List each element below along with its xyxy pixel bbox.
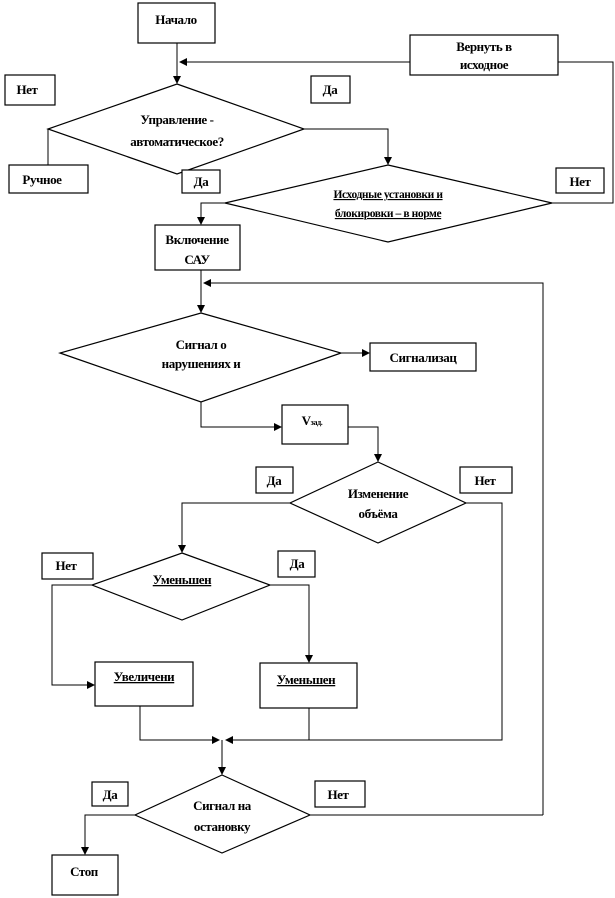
start-block: Начало [137, 2, 216, 44]
svg-text:Нет: Нет [327, 787, 349, 802]
svg-text:Исходные установки и: Исходные установки и [333, 189, 443, 201]
svg-text:объёма: объёма [359, 506, 399, 521]
svg-text:Уменьшен: Уменьшен [153, 572, 212, 587]
svg-text:Нет: Нет [16, 82, 38, 97]
svg-text:нарушениях и: нарушениях и [162, 356, 242, 371]
label-yes-initial: Да [181, 169, 221, 194]
label-yes-decrease: Да [277, 550, 316, 578]
svg-text:Нет: Нет [569, 174, 591, 189]
svg-text:Да: Да [323, 82, 339, 97]
label-no-stop: Нет [314, 780, 366, 808]
connectors [44, 43, 614, 855]
v-set-block: Vзад. [281, 404, 349, 445]
svg-text:Увеличени: Увеличени [114, 669, 175, 684]
label-no-decrease: Нет [41, 552, 94, 580]
alarm-block: Сигнализац [369, 342, 477, 372]
svg-text:остановку: остановку [194, 819, 251, 834]
decision-volume-change: Изменение объёма [288, 461, 468, 544]
decision-auto-control: Управление - автоматическое? [46, 83, 306, 175]
svg-text:блокировки – в норме: блокировки – в норме [335, 208, 442, 220]
decrease-block: Уменьшен [259, 662, 358, 709]
svg-text:Изменение: Изменение [348, 486, 409, 501]
svg-text:Да: Да [267, 473, 283, 488]
svg-text:исходное: исходное [460, 57, 509, 72]
stop-block: Стоп [51, 854, 119, 896]
svg-text:Ручное: Ручное [22, 172, 62, 187]
svg-text:Да: Да [103, 787, 119, 802]
return-to-initial-block: Вернуть в исходное [409, 34, 559, 76]
decision-stop-signal: Сигнал на остановку [133, 774, 312, 854]
svg-text:Vзад.: Vзад. [302, 413, 323, 428]
svg-text:Нет: Нет [55, 558, 77, 573]
label-yes-volume: Да [255, 466, 294, 494]
svg-text:Да: Да [194, 174, 210, 189]
svg-text:Сигнал на: Сигнал на [193, 798, 252, 813]
svg-text:Стоп: Стоп [70, 864, 99, 879]
svg-text:автоматическое?: автоматическое? [130, 134, 224, 149]
label-yes-auto: Да [310, 75, 351, 104]
svg-text:Управление -: Управление - [140, 112, 213, 127]
svg-text:Сигнализац: Сигнализац [390, 350, 458, 365]
svg-text:Сигнал о: Сигнал о [176, 337, 227, 352]
label-yes-stop: Да [91, 781, 129, 807]
enable-sau-block: Включение САУ [154, 224, 241, 271]
decision-initial-settings: Исходные установки и блокировки – в норм… [224, 164, 553, 243]
label-no-initial: Нет [555, 167, 605, 194]
label-no-auto: Нет [4, 74, 56, 106]
svg-text:САУ: САУ [184, 252, 210, 267]
decision-decrease: Уменьшен [90, 552, 272, 621]
svg-text:Начало: Начало [155, 12, 196, 27]
svg-text:Вернуть в: Вернуть в [456, 39, 512, 54]
svg-text:Нет: Нет [474, 473, 496, 488]
svg-text:Уменьшен: Уменьшен [277, 672, 336, 687]
svg-text:Включение: Включение [165, 232, 229, 247]
svg-text:Да: Да [290, 556, 306, 571]
decision-violation-signal: Сигнал о нарушениях и [58, 312, 343, 403]
increase-block: Увеличени [94, 661, 194, 707]
label-no-volume: Нет [459, 466, 513, 494]
manual-block: Ручное [8, 164, 89, 194]
